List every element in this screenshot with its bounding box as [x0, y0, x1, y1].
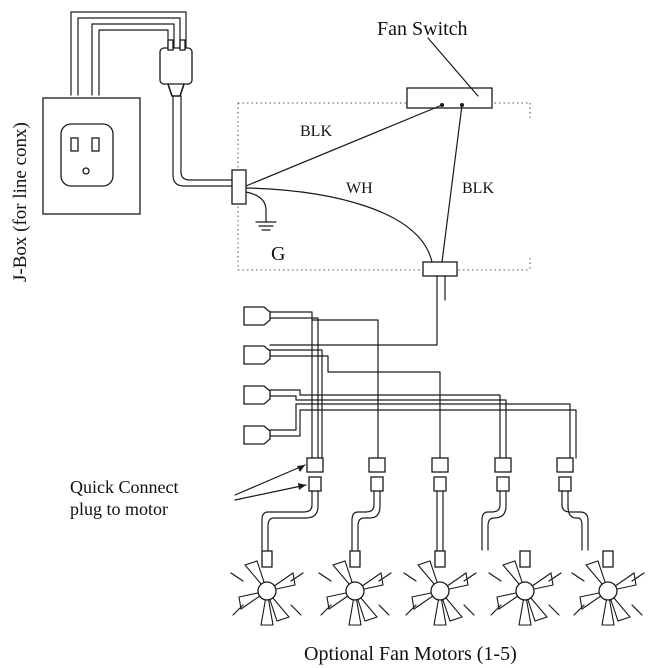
optional-motors-label: Optional Fan Motors (1-5)	[304, 643, 517, 665]
junction-block	[231, 169, 247, 205]
wh-wire	[245, 187, 433, 263]
fan-motor-4	[488, 550, 562, 626]
fan-motor-5	[571, 550, 645, 626]
wh-label: WH	[346, 180, 373, 197]
fan-motor-1	[230, 550, 304, 626]
fan-switch-leader	[427, 37, 479, 97]
quick-connects	[306, 457, 574, 492]
blk-label-2: BLK	[462, 180, 494, 197]
motor-cords	[261, 490, 589, 551]
quick-connect-label-line1: Quick Connect	[70, 477, 178, 497]
fan-motor-2	[318, 550, 392, 626]
ground-symbol	[245, 191, 277, 231]
jbox-label: J-Box (for line conx)	[10, 122, 31, 282]
quick-connect-label-line2: plug to motor	[70, 499, 168, 519]
fan-motor-3	[403, 550, 477, 626]
quick-connect-arrows	[234, 464, 307, 501]
blk-label-1: BLK	[300, 123, 332, 140]
distribution-wiring	[269, 311, 577, 459]
fan-motors	[230, 550, 645, 626]
fan-switch	[406, 87, 493, 109]
ground-label: G	[271, 243, 285, 265]
cord-to-junction	[172, 95, 233, 187]
power-plug	[159, 39, 193, 97]
terminal-blocks	[243, 306, 271, 445]
jbox	[42, 97, 141, 215]
lower-connector	[422, 261, 458, 277]
power-cord	[70, 11, 187, 96]
blk-wire-1	[245, 104, 443, 187]
blk-wire-2	[441, 104, 463, 263]
fan-switch-label: Fan Switch	[377, 18, 468, 40]
